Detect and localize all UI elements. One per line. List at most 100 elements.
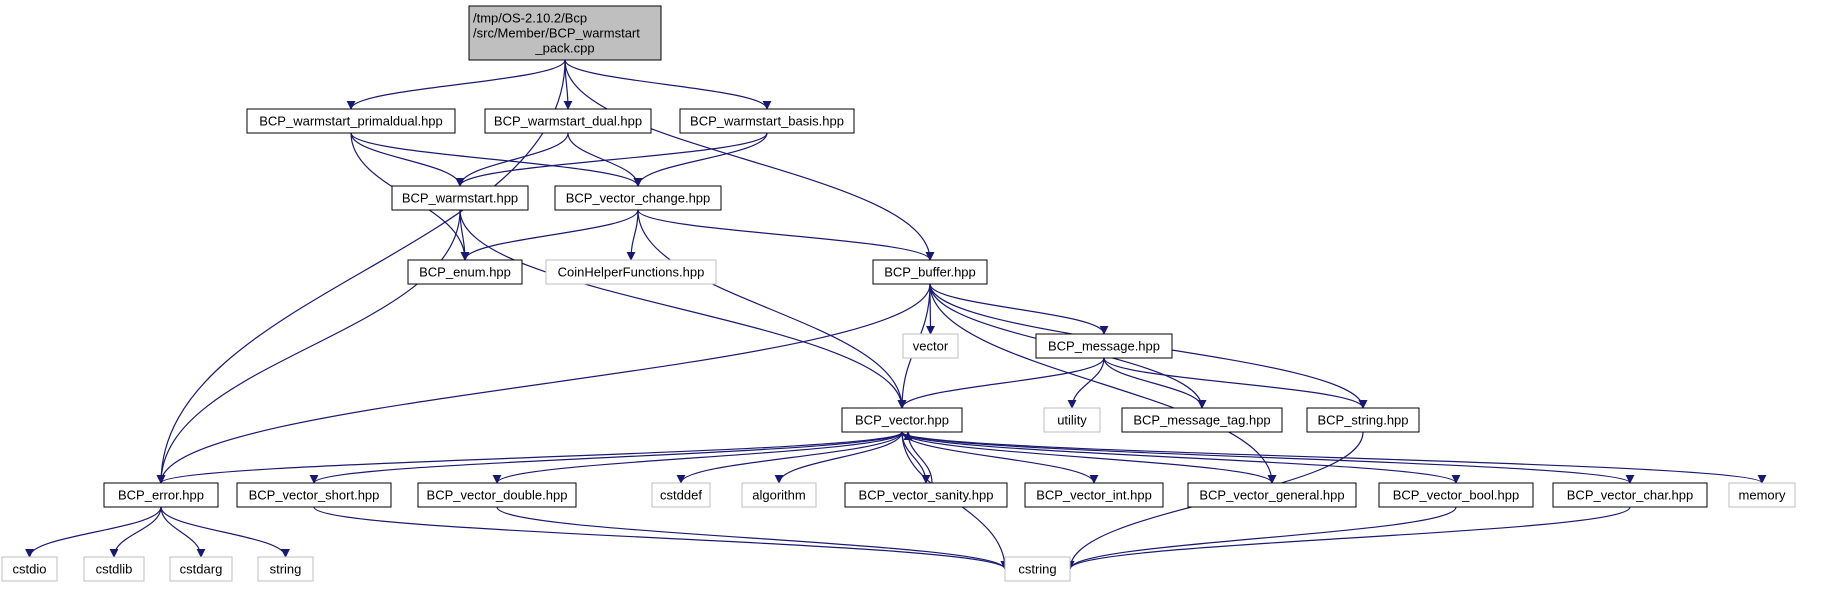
node-box-msgtag (1121, 407, 1283, 433)
edge-buffer-to-error (156, 283, 931, 484)
node-box-vchar (1552, 482, 1708, 508)
node-string[interactable]: string (257, 556, 314, 582)
edge-vector-to-vbool (901, 431, 1461, 484)
edge-vchange-to-vector (637, 209, 907, 409)
node-label-coin-line-0: CoinHelperFunctions.hpp (558, 265, 705, 280)
node-label-string_h-line-0: BCP_string.hpp (1317, 413, 1408, 428)
node-label-warm-line-0: BCP_warmstart.hpp (402, 191, 518, 206)
edge-vdouble-to-cstring (496, 506, 1010, 570)
edge-message-to-msgtag (1103, 357, 1207, 409)
node-coin[interactable]: CoinHelperFunctions.hpp (545, 259, 717, 285)
node-label-cstdio-line-0: cstdio (13, 562, 47, 577)
node-label-root-line-2: _pack.cpp (534, 41, 594, 56)
node-box-vshort (236, 482, 392, 508)
edge-message-to-string_h (1103, 357, 1368, 409)
node-label-wpd-line-0: BCP_warmstart_primaldual.hpp (259, 114, 443, 129)
node-box-vchange (554, 185, 722, 211)
node-memory[interactable]: memory (1728, 482, 1796, 508)
edge-vshort-to-cstring (313, 506, 1010, 570)
node-label-string-line-0: string (270, 562, 302, 577)
node-vgeneral[interactable]: BCP_vector_general.hpp (1187, 482, 1357, 508)
node-vchar[interactable]: BCP_vector_char.hpp (1552, 482, 1708, 508)
node-label-algorithm-line-0: algorithm (752, 488, 805, 503)
node-box-algorithm (741, 482, 817, 508)
node-box-coin (545, 259, 717, 285)
node-vector[interactable]: BCP_vector.hpp (841, 407, 963, 433)
edge-vchar-to-cstring (1065, 506, 1631, 570)
edge-vchange-to-buffer (637, 209, 935, 261)
nodes-layer: /tmp/OS-2.10.2/Bcp/src/Member/BCP_warmst… (1, 5, 1796, 582)
node-vdouble[interactable]: BCP_vector_double.hpp (417, 482, 577, 508)
node-vsanity[interactable]: BCP_vector_sanity.hpp (844, 482, 1008, 508)
edge-wbasis-to-warm (455, 132, 768, 187)
node-box-vdouble (417, 482, 577, 508)
node-box-utility (1043, 407, 1101, 433)
edge-warm-to-error (156, 209, 461, 484)
node-box-vector (841, 407, 963, 433)
node-cstdarg[interactable]: cstdarg (169, 556, 233, 582)
node-wbasis[interactable]: BCP_warmstart_basis.hpp (679, 108, 855, 134)
node-box-vsanity (844, 482, 1008, 508)
node-wdual[interactable]: BCP_warmstart_dual.hpp (484, 108, 652, 134)
node-vchange[interactable]: BCP_vector_change.hpp (554, 185, 722, 211)
node-box-vint (1024, 482, 1164, 508)
edge-buffer-to-message (929, 283, 1109, 335)
edge-vector-to-error (156, 431, 903, 484)
node-cstddef[interactable]: cstddef (651, 482, 711, 508)
edge-error-to-cstdio (25, 506, 162, 558)
node-box-root (468, 5, 662, 61)
edge-vector-to-memory (901, 431, 1767, 484)
node-box-memory (1728, 482, 1796, 508)
edge-vbool-to-cstring (1065, 506, 1457, 570)
node-msgtag[interactable]: BCP_message_tag.hpp (1121, 407, 1283, 433)
node-box-wdual (484, 108, 652, 134)
node-algorithm[interactable]: algorithm (741, 482, 817, 508)
edge-vector-to-vchar (901, 431, 1635, 484)
node-box-error (103, 482, 219, 508)
node-utility[interactable]: utility (1043, 407, 1101, 433)
node-message[interactable]: BCP_message.hpp (1035, 333, 1173, 359)
node-label-vgeneral-line-0: BCP_vector_general.hpp (1199, 488, 1344, 503)
edge-vector-to-vdouble (492, 431, 903, 484)
edge-vector-to-vshort (309, 431, 903, 484)
edge-vchange-to-enum (460, 209, 639, 261)
node-vbool[interactable]: BCP_vector_bool.hpp (1378, 482, 1534, 508)
node-vshort[interactable]: BCP_vector_short.hpp (236, 482, 392, 508)
node-box-cstddef (651, 482, 711, 508)
node-box-wbasis (679, 108, 855, 134)
node-label-error-line-0: BCP_error.hpp (118, 488, 204, 503)
edge-root-to-error (156, 59, 566, 484)
node-vectorstd[interactable]: vector (902, 333, 959, 359)
node-label-cstdarg-line-0: cstdarg (180, 562, 223, 577)
node-root[interactable]: /tmp/OS-2.10.2/Bcp/src/Member/BCP_warmst… (468, 5, 662, 61)
node-wpd[interactable]: BCP_warmstart_primaldual.hpp (246, 108, 456, 134)
node-box-message (1035, 333, 1173, 359)
node-label-cstdlib-line-0: cstdlib (96, 562, 133, 577)
node-label-vsanity-line-0: BCP_vector_sanity.hpp (859, 488, 994, 503)
node-enum[interactable]: BCP_enum.hpp (407, 259, 523, 285)
node-box-cstdlib (83, 556, 145, 582)
node-error[interactable]: BCP_error.hpp (103, 482, 219, 508)
node-cstdio[interactable]: cstdio (1, 556, 58, 582)
node-box-wpd (246, 108, 456, 134)
node-label-wdual-line-0: BCP_warmstart_dual.hpp (494, 114, 642, 129)
node-label-cstddef-line-0: cstddef (660, 488, 702, 503)
edge-message-to-vector (897, 357, 1105, 409)
node-string_h[interactable]: BCP_string.hpp (1306, 407, 1420, 433)
node-warm[interactable]: BCP_warmstart.hpp (391, 185, 529, 211)
node-box-string_h (1306, 407, 1420, 433)
edge-message-to-utility (1067, 357, 1105, 409)
node-label-vshort-line-0: BCP_vector_short.hpp (249, 488, 380, 503)
node-cstdlib[interactable]: cstdlib (83, 556, 145, 582)
edge-vsanity-to-vector (903, 431, 933, 484)
edge-vector-to-vgeneral (901, 431, 1277, 484)
node-vint[interactable]: BCP_vector_int.hpp (1024, 482, 1164, 508)
node-buffer[interactable]: BCP_buffer.hpp (872, 259, 988, 285)
edge-root-to-wpd (346, 59, 566, 110)
edge-warm-to-vector (459, 209, 907, 409)
node-label-enum-line-0: BCP_enum.hpp (419, 265, 511, 280)
node-label-vectorstd-line-0: vector (913, 339, 949, 354)
node-label-msgtag-line-0: BCP_message_tag.hpp (1133, 413, 1270, 428)
node-cstring[interactable]: cstring (1004, 556, 1071, 582)
